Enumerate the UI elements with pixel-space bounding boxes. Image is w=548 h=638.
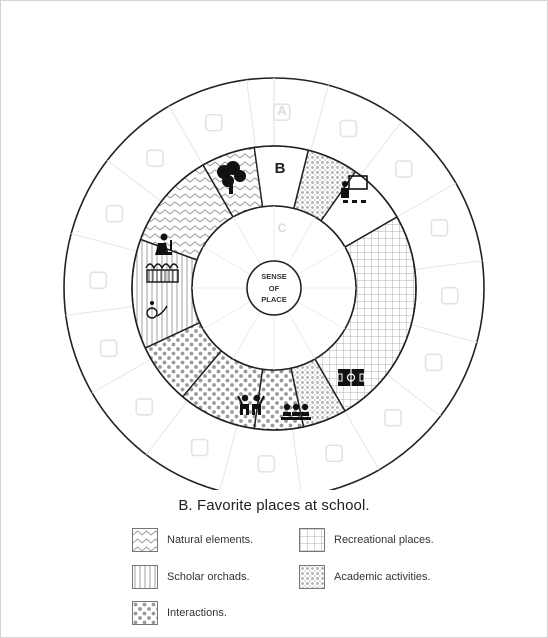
teacher-board-icon (341, 175, 368, 203)
gardening-icon (145, 233, 179, 319)
outer-divider-line (386, 374, 441, 417)
faded-place-icon (430, 219, 449, 237)
faded-place-icon (135, 398, 154, 416)
students-desks-icon (281, 403, 311, 420)
vlines-swatch-icon (132, 565, 158, 589)
faded-place-icon (89, 271, 107, 290)
inner-divider-line (287, 311, 316, 360)
inner-divider-line (202, 246, 251, 275)
legend-label-recreational-places: Recreational places. (334, 534, 434, 546)
middle-ring (131, 145, 417, 431)
inner-divider-line (297, 246, 346, 275)
inner-divider-line (232, 311, 261, 360)
legend-label-natural-elements: Natural elements. (167, 534, 254, 546)
outer-divider-line (107, 159, 162, 202)
friends-icon (237, 394, 265, 415)
faded-place-icon (325, 444, 343, 463)
outer-divider-line (396, 182, 457, 218)
faded-place-icon (339, 119, 358, 138)
zigzag-swatch-icon (132, 528, 158, 552)
legend-label-academic-activities: Academic activities. (334, 571, 431, 583)
outer-divider-line (310, 85, 329, 151)
grid-swatch-icon (299, 528, 325, 552)
center-text-line-2: OF (269, 284, 280, 293)
outer-divider-line (414, 260, 483, 270)
outer-divider-lines (65, 79, 483, 490)
inner-divider-line (287, 216, 316, 265)
faded-place-icon (394, 160, 413, 178)
outer-divider-line (71, 233, 137, 252)
dots-swatch-icon (132, 601, 158, 625)
legend-item-academic-activities: Academic activities. (299, 565, 431, 589)
faded-place-icon (424, 353, 443, 372)
inner-ring-label: C (278, 221, 287, 235)
outer-divider-line (91, 358, 152, 394)
soccer-field-icon (337, 369, 365, 386)
center-text-line-1: SENSE (261, 272, 286, 281)
outer-divider-line (411, 324, 477, 343)
legend-item-interactions: Interactions. (132, 601, 227, 625)
inner-divider-line (297, 301, 346, 330)
legend-item-scholar-orchads: Scholar orchads. (132, 565, 250, 589)
crosshatch-swatch-icon (299, 565, 325, 589)
legend-label-scholar-orchads: Scholar orchads. (167, 571, 250, 583)
legend-item-recreational-places: Recreational places. (299, 528, 434, 552)
legend-item-natural-elements: Natural elements. (132, 528, 253, 552)
outer-divider-line (360, 121, 403, 176)
tree-icon (217, 161, 246, 194)
faded-place-icon (205, 113, 223, 132)
faded-place-icon (441, 286, 459, 305)
inner-divider-line (232, 216, 261, 265)
outer-divider-line (168, 105, 204, 166)
outer-divider-line (219, 425, 238, 490)
center-text-line-3: PLACE (261, 295, 286, 304)
faded-place-icon (257, 455, 276, 473)
faded-place-icon (105, 204, 124, 223)
faded-place-icon (190, 438, 209, 457)
sense-of-place-wheel: SENSE OF PLACE A B C (63, 77, 485, 490)
inner-divider-line (202, 301, 251, 330)
outer-divider-line (145, 400, 188, 455)
legend-label-interactions: Interactions. (167, 607, 227, 619)
outer-faded-icons (89, 103, 459, 473)
faded-place-icon (272, 103, 291, 121)
outer-divider-line (65, 306, 134, 316)
outer-divider-line (292, 428, 302, 490)
faded-place-icon (384, 408, 402, 427)
faded-place-icon (99, 339, 118, 357)
outer-divider-line (246, 79, 256, 148)
middle-ring-label: B (275, 160, 286, 177)
figure-caption: B. Favorite places at school. (178, 497, 370, 514)
outer-ring-label: A (277, 103, 287, 118)
inner-faded-icons (192, 206, 356, 370)
outer-divider-line (344, 410, 380, 471)
faded-place-icon (146, 149, 164, 168)
center-circle (246, 260, 302, 316)
